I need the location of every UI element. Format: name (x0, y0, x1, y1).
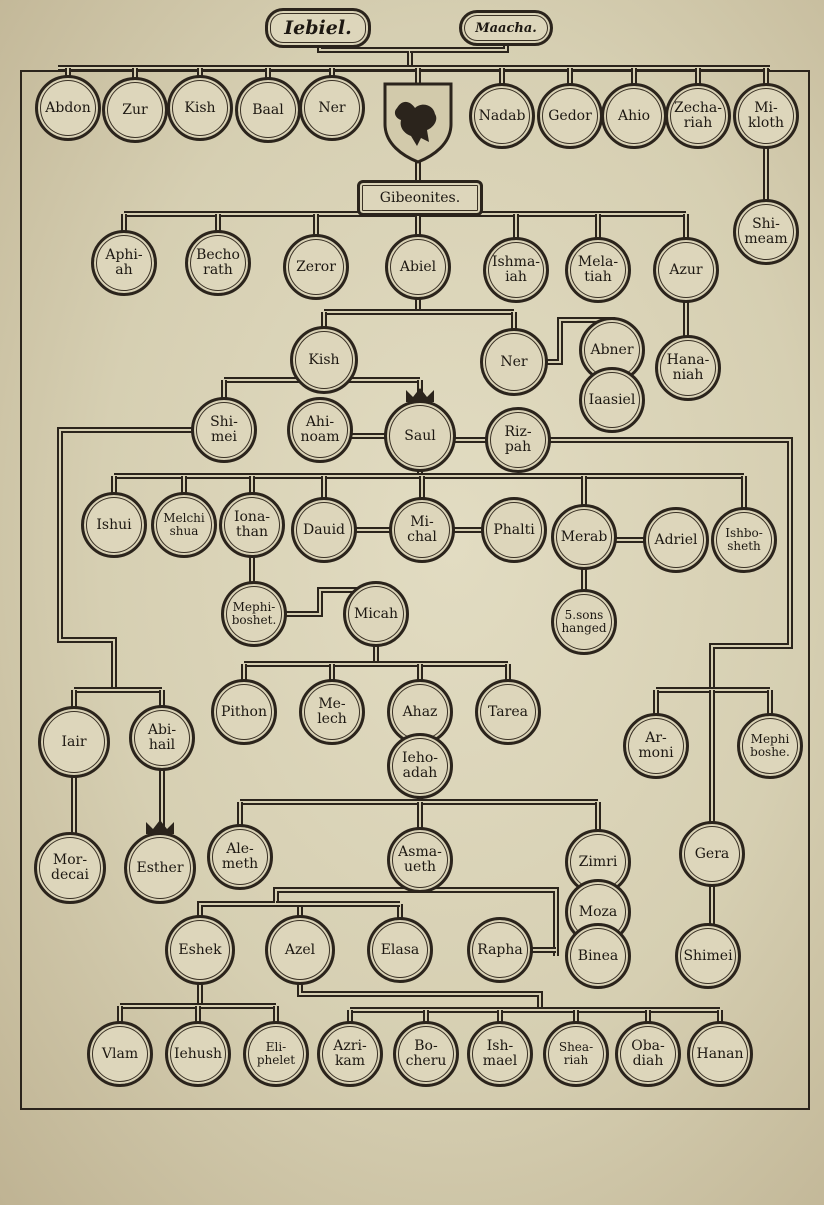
person-node-melchishua: Melchi shua (151, 492, 217, 558)
person-node-merab: Merab (551, 504, 617, 570)
person-node-mikloth: Mi- kloth (733, 83, 799, 149)
person-node-hananiah: Hana- niah (655, 335, 721, 401)
person-node-armoni: Ar- moni (623, 713, 689, 779)
gibeonites-banner: Gibeonites. (357, 180, 483, 216)
person-node-rapha: Rapha (467, 917, 533, 983)
person-node-gera: Gera (679, 821, 745, 887)
header-name-right: Maacha. (459, 10, 553, 46)
person-node-hanan: Hanan (687, 1021, 753, 1087)
person-node-zur: Zur (102, 77, 168, 143)
person-node-pithon: Pithon (211, 679, 277, 745)
person-node-ishui: Ishui (81, 492, 147, 558)
person-node-baal: Baal (235, 77, 301, 143)
person-node-zeror: Zeror (283, 234, 349, 300)
person-node-kish2: Kish (290, 326, 358, 394)
person-node-iehush: Iehush (165, 1021, 231, 1087)
person-node-abihail: Abi- hail (129, 705, 195, 771)
person-node-ahinoam: Ahi- noam (287, 397, 353, 463)
person-node-melech: Me- lech (299, 679, 365, 745)
person-node-melatiah: Mela- tiah (565, 237, 631, 303)
header-name-left: Iebiel. (265, 8, 371, 48)
connector-line-116 (60, 430, 224, 690)
person-node-azrikam: Azri- kam (317, 1021, 383, 1087)
person-node-zechariah: Zecha- riah (665, 83, 731, 149)
person-node-adriel: Adriel (643, 507, 709, 573)
person-node-alemeth: Ale- meth (207, 824, 273, 890)
person-node-shimei1: Shi- mei (191, 397, 257, 463)
person-node-ishmael: Ish- mael (467, 1021, 533, 1087)
heraldic-shield-icon (381, 80, 455, 164)
person-node-gedor: Gedor (537, 83, 603, 149)
person-node-mephibosheth1: Mephi- boshet. (221, 581, 287, 647)
person-node-fivesons: 5.sons hanged (551, 589, 617, 655)
person-node-azel: Azel (265, 915, 335, 985)
person-node-azur: Azur (653, 237, 719, 303)
person-node-eliphelet: Eli- phelet (243, 1021, 309, 1087)
person-node-eshek: Eshek (165, 915, 235, 985)
person-node-aphiah: Aphi- ah (91, 230, 157, 296)
person-node-iair: Iair (38, 706, 110, 778)
person-node-asmaueth: Asma- ueth (387, 827, 453, 893)
person-node-ahio: Ahio (601, 83, 667, 149)
person-node-abdon: Abdon (35, 75, 101, 141)
person-node-esther: Esther (124, 832, 196, 904)
person-node-ishbosheth: Ishbo- sheth (711, 507, 777, 573)
person-node-dauid: Dauid (291, 497, 357, 563)
person-node-ionathan: Iona- than (219, 492, 285, 558)
person-node-phalti: Phalti (481, 497, 547, 563)
person-node-iehoadah: Ieho- adah (387, 733, 453, 799)
person-node-micah: Micah (343, 581, 409, 647)
person-node-bocheru: Bo- cheru (393, 1021, 459, 1087)
person-node-ner1: Ner (299, 75, 365, 141)
person-node-sheariah: Shea- riah (543, 1021, 609, 1087)
person-node-michal: Mi- chal (389, 497, 455, 563)
person-node-shimei2: Shimei (675, 923, 741, 989)
person-node-mephibosheth2: Mephi boshe. (737, 713, 803, 779)
person-node-binea: Binea (565, 923, 631, 989)
person-node-obadiah: Oba- diah (615, 1021, 681, 1087)
person-node-iaasiel: Iaasiel (579, 367, 645, 433)
person-node-bechorath: Becho rath (185, 230, 251, 296)
person-node-ishmaiah: Ishma- iah (483, 237, 549, 303)
connector-line-117 (60, 430, 224, 690)
person-node-ner2: Ner (480, 328, 548, 396)
person-node-vlam: Vlam (87, 1021, 153, 1087)
person-node-shimeam: Shi- meam (733, 199, 799, 265)
person-node-abiel: Abiel (385, 234, 451, 300)
person-node-saul: Saul (384, 400, 456, 472)
person-node-tarea: Tarea (475, 679, 541, 745)
person-node-mordecai: Mor- decai (34, 832, 106, 904)
person-node-rizpah: Riz- pah (485, 407, 551, 473)
person-node-kish1: Kish (167, 75, 233, 141)
person-node-nadab: Nadab (469, 83, 535, 149)
person-node-eleasa: Elasa (367, 917, 433, 983)
